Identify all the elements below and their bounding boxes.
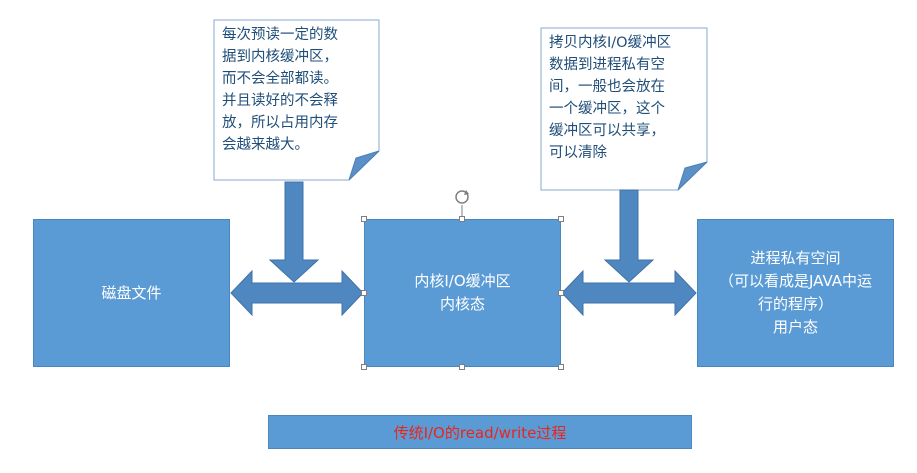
kernel-buffer-label: 内核I/O缓冲区 内核态 (414, 272, 511, 313)
resize-handle-top[interactable] (459, 216, 465, 222)
caption-text: 传统I/O的read/write过程 (393, 423, 567, 442)
resize-handle-bottom[interactable] (459, 364, 465, 370)
resize-handle-bottom-right[interactable] (558, 364, 564, 370)
process-space-box: 进程私有空间 （可以看成是JAVA中运 行的程序） 用户态 (697, 219, 894, 367)
resize-handle-top-left[interactable] (361, 216, 367, 222)
resize-handle-right[interactable] (558, 290, 564, 296)
process-space-label: 进程私有空间 （可以看成是JAVA中运 行的程序） 用户态 (718, 249, 873, 336)
resize-handle-bottom-left[interactable] (361, 364, 367, 370)
note-right-fold (677, 161, 708, 191)
resize-handle-top-right[interactable] (558, 216, 564, 222)
note-left-fold (348, 150, 380, 181)
resize-handle-left[interactable] (361, 290, 367, 296)
kernel-buffer-box[interactable]: 内核I/O缓冲区 内核态 (364, 219, 561, 367)
down-arrow-left (268, 181, 320, 283)
note-left-text: 每次预读一定的数 据到内核缓冲区， 而不会全部都读。 并且读好的不会释 放，所以… (222, 27, 338, 153)
disk-file-box: 磁盘文件 (33, 219, 230, 367)
disk-file-label: 磁盘文件 (101, 283, 162, 302)
double-arrow-kernel-user (561, 269, 697, 317)
caption-bar: 传统I/O的read/write过程 (268, 415, 692, 449)
rotate-icon[interactable] (455, 190, 469, 204)
down-arrow-right (603, 189, 655, 283)
note-right-text: 拷贝内核I/O缓冲区 数据到进程私有空 间，一般也会放在 一个缓冲区，这个 缓冲… (549, 35, 672, 161)
